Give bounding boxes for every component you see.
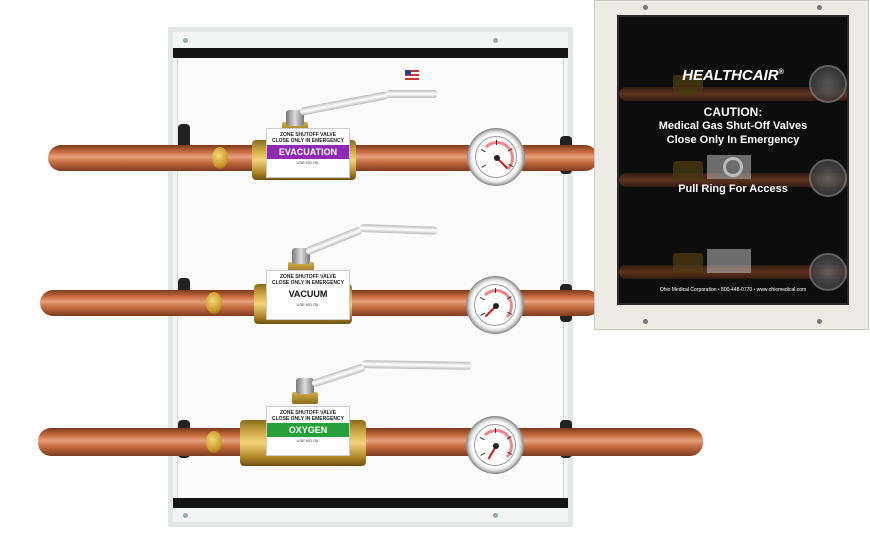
pull-ring-text: Pull Ring For Access <box>678 183 788 195</box>
valve-handle-grip[interactable] <box>386 90 438 98</box>
gauge-behind-glass <box>809 253 847 291</box>
label-gas-name: OXYGEN <box>267 423 349 437</box>
label-note: USE NO OIL <box>296 438 320 443</box>
valve-label: ZONE SHUTOFF VALVE CLOSE ONLY IN EMERGEN… <box>266 270 350 320</box>
valve-label: ZONE SHUTOFF VALVE CLOSE ONLY IN EMERGEN… <box>266 128 350 178</box>
gauge-hub <box>494 155 500 161</box>
brand-logo: HEALTHCAIR® <box>619 67 847 84</box>
gauge-behind-glass <box>809 65 847 103</box>
gauge-face <box>474 424 516 466</box>
valve-cabinet-closed: HEALTHCAIR® CAUTION: Medical Gas Shut-Of… <box>594 0 869 330</box>
label-note: USE NO OIL <box>296 302 320 307</box>
cabinet-window[interactable]: HEALTHCAIR® CAUTION: Medical Gas Shut-Of… <box>617 15 849 305</box>
gauge-red-zone <box>480 141 514 175</box>
label-header: ZONE SHUTOFF VALVE <box>279 274 337 280</box>
caution-title: CAUTION: <box>703 105 763 119</box>
screw <box>643 5 648 10</box>
bottom-rail <box>173 498 568 508</box>
screw <box>183 513 188 518</box>
label-behind-glass <box>707 249 751 273</box>
valve-behind-glass <box>673 75 703 95</box>
valve-label: ZONE SHUTOFF VALVE CLOSE ONLY IN EMERGEN… <box>266 406 350 456</box>
top-rail <box>173 48 568 58</box>
gauge-face <box>475 136 517 178</box>
brass-port-fitting <box>206 431 222 453</box>
screw <box>493 513 498 518</box>
screw <box>183 38 188 43</box>
gauge-tick <box>496 140 497 145</box>
brass-port-fitting <box>212 147 228 169</box>
caution-line-2: Close Only In Emergency <box>666 134 800 146</box>
gauge-face <box>474 284 516 326</box>
gauge-hub <box>493 303 499 309</box>
label-header: ZONE SHUTOFF VALVE <box>279 132 337 138</box>
gauge-behind-glass <box>809 159 847 197</box>
valve-nut <box>292 392 318 404</box>
gauge-red-zone <box>479 289 513 323</box>
label-subheader: CLOSE ONLY IN EMERGENCY <box>272 416 344 422</box>
label-note: USE NO OIL <box>296 160 320 165</box>
screw <box>643 319 648 324</box>
screw <box>817 319 822 324</box>
brass-port-fitting <box>206 292 222 314</box>
pressure-gauge-oxygen <box>466 416 524 474</box>
label-subheader: CLOSE ONLY IN EMERGENCY <box>272 138 344 144</box>
valve-behind-glass <box>673 253 703 273</box>
gauge-tick <box>495 428 496 433</box>
gauge-tick <box>495 288 496 293</box>
label-gas-name: VACUUM <box>267 287 349 301</box>
manufacturer-footer: Ohio Medical Corporation • 800-448-0770 … <box>659 287 807 293</box>
pull-ring[interactable] <box>723 157 743 177</box>
label-header: ZONE SHUTOFF VALVE <box>279 410 337 416</box>
screw <box>817 5 822 10</box>
pipe-oxygen <box>38 428 703 456</box>
valve-behind-glass <box>673 161 703 181</box>
brand-name: HEALTHCAIR <box>682 67 779 84</box>
brand-mark: ® <box>778 69 784 76</box>
gauge-red-zone <box>479 429 513 463</box>
pressure-gauge-vacuum <box>466 276 524 334</box>
pressure-gauge-evacuation <box>467 128 525 186</box>
label-subheader: CLOSE ONLY IN EMERGENCY <box>272 280 344 286</box>
flag-decal <box>405 70 419 80</box>
valve-stem <box>296 378 314 394</box>
gauge-hub <box>493 443 499 449</box>
valve-stem <box>286 110 304 126</box>
screw <box>493 38 498 43</box>
caution-line-1: Medical Gas Shut-Off Valves <box>658 120 808 132</box>
label-gas-name: EVACUATION <box>267 145 349 159</box>
